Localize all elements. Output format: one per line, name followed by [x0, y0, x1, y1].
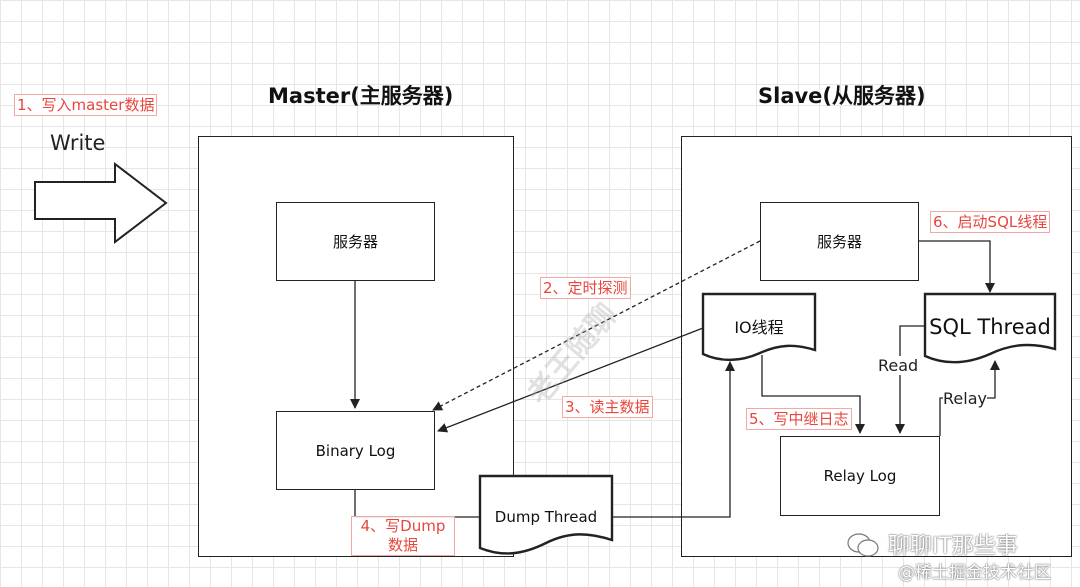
- dump-thread-label: Dump Thread: [494, 508, 598, 526]
- slave-title: Slave(从服务器): [758, 84, 926, 108]
- binary-log-label: Binary Log: [315, 441, 396, 460]
- probe-dashed-arrow: [432, 240, 761, 411]
- server-to-sql-arrow: [919, 240, 995, 293]
- step4-label: 4、写Dump数据: [351, 516, 455, 556]
- chat-bubble-icon: [846, 532, 880, 558]
- footer-watermark-main: 聊聊IT那些事: [888, 534, 1018, 559]
- master-server-box: 服务器: [276, 202, 435, 281]
- step3-label: 3、读主数据: [562, 396, 653, 418]
- step1-label: 1、写入master数据: [14, 94, 158, 116]
- read-master-arrow: [437, 327, 704, 433]
- slave-server-box: 服务器: [760, 202, 919, 281]
- sql-thread-label: SQL Thread: [929, 315, 1051, 339]
- slave-server-label: 服务器: [816, 233, 862, 251]
- io-to-relaylog-arrow: [761, 355, 865, 434]
- dump-thread-shape: [478, 474, 614, 555]
- read-label: Read: [878, 356, 919, 375]
- sql-thread-shape: [923, 292, 1057, 364]
- dump-to-io-arrow: [612, 361, 735, 518]
- binlog-to-dump-line: [354, 490, 480, 518]
- sql-read-arrow: [895, 325, 925, 434]
- relay-label: Relay: [943, 389, 987, 408]
- step6-label: 6、启动SQL线程: [930, 211, 1051, 233]
- step2-label: 2、定时探测: [540, 277, 631, 299]
- footer-watermark-sub: @稀土掘金技术社区: [898, 563, 1051, 583]
- io-thread-label: IO线程: [734, 318, 784, 337]
- relay-log-box: Relay Log: [780, 436, 940, 516]
- master-title: Master(主服务器): [268, 84, 454, 108]
- binary-log-box: Binary Log: [276, 411, 435, 490]
- step5-label: 5、写中继日志: [746, 408, 852, 430]
- io-thread-shape: [701, 292, 817, 362]
- master-server-label: 服务器: [332, 233, 378, 251]
- write-label: Write: [50, 131, 106, 155]
- relay-log-label: Relay Log: [823, 467, 897, 485]
- write-arrow: [34, 161, 168, 245]
